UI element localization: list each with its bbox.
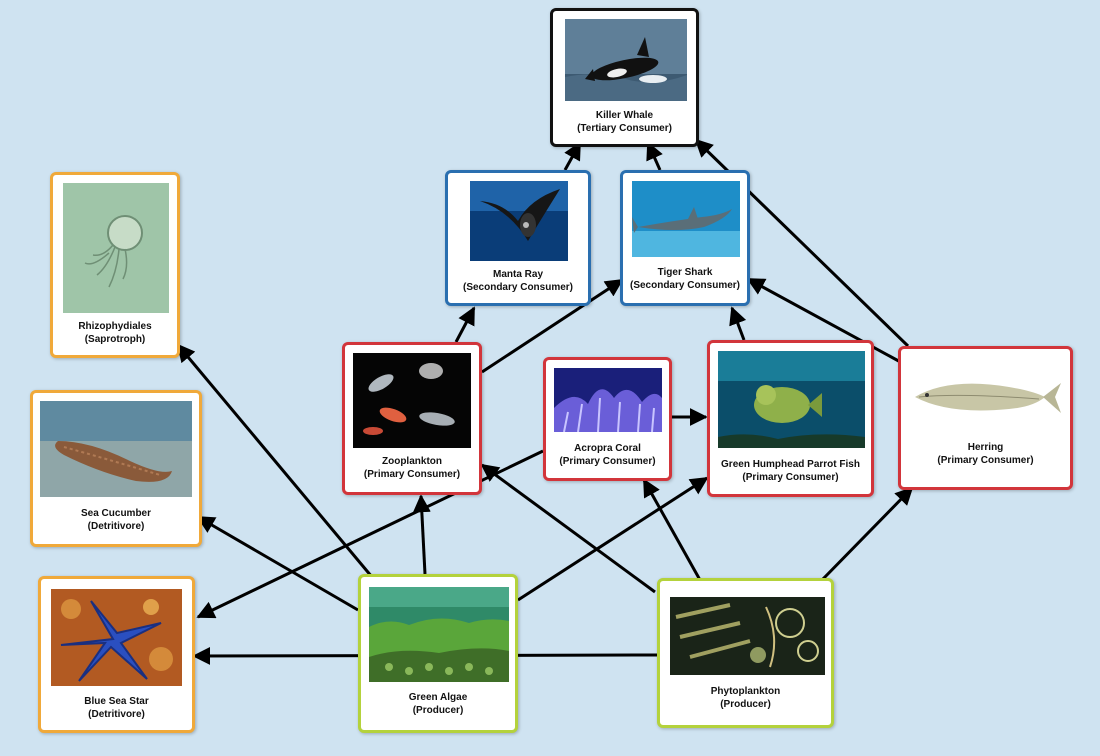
sea-cucumber-role: (Detritivore) <box>87 521 145 532</box>
acropra-coral-label: Acropra Coral (Primary Consumer) <box>546 442 669 468</box>
blue-sea-star-label: Blue Sea Star (Detritivore) <box>41 695 192 721</box>
tiger-shark-card[interactable]: Tiger Shark (Secondary Consumer) <box>620 170 750 306</box>
phytoplankton-card[interactable]: Phytoplankton (Producer) <box>657 578 834 728</box>
acropra-coral-name: Acropra Coral <box>574 443 641 454</box>
killer-whale-label: Killer Whale (Tertiary Consumer) <box>553 109 696 135</box>
parrot-fish-image <box>718 351 865 448</box>
zooplankton-label: Zooplankton (Primary Consumer) <box>345 455 479 481</box>
tiger-shark-image <box>632 181 740 257</box>
arrow-algae-to-rhizo <box>176 343 374 578</box>
arrow-phyto-to-zoo <box>480 463 656 594</box>
rhizophydiales-label: Rhizophydiales (Saprotroph) <box>53 320 177 346</box>
acropra-coral-image <box>554 368 662 432</box>
acropra-coral-card[interactable]: Acropra Coral (Primary Consumer) <box>543 357 672 481</box>
zooplankton-role: (Primary Consumer) <box>363 469 461 480</box>
arrow-manta-to-whale <box>563 141 582 171</box>
arrow-herring-to-shark <box>746 277 907 367</box>
herring-image <box>909 357 1064 429</box>
parrot-fish-label: Green Humphead Parrot Fish (Primary Cons… <box>710 458 871 484</box>
manta-ray-image <box>470 181 568 261</box>
parrot-fish-name: Green Humphead Parrot Fish <box>721 459 860 470</box>
manta-ray-name: Manta Ray <box>492 269 543 280</box>
manta-ray-label: Manta Ray (Secondary Consumer) <box>448 268 588 294</box>
blue-sea-star-image <box>51 589 182 686</box>
phytoplankton-name: Phytoplankton <box>710 686 781 697</box>
zooplankton-card[interactable]: Zooplankton (Primary Consumer) <box>342 342 482 495</box>
rhizophydiales-name: Rhizophydiales <box>78 321 152 332</box>
blue-sea-star-role: (Detritivore) <box>88 709 145 720</box>
sea-cucumber-label: Sea Cucumber (Detritivore) <box>33 507 199 533</box>
rhizophydiales-role: (Saprotroph) <box>84 334 146 345</box>
killer-whale-name: Killer Whale <box>595 110 654 121</box>
phytoplankton-image <box>670 597 825 675</box>
phytoplankton-label: Phytoplankton (Producer) <box>660 685 831 711</box>
killer-whale-image <box>565 19 687 101</box>
blue-sea-star-name: Blue Sea Star <box>84 696 149 707</box>
arrow-parrot-to-shark <box>729 306 747 341</box>
parrot-fish-card[interactable]: Green Humphead Parrot Fish (Primary Cons… <box>707 340 874 497</box>
green-algae-name: Green Algae <box>408 692 468 703</box>
zooplankton-name: Zooplankton <box>382 456 442 467</box>
acropra-coral-role: (Primary Consumer) <box>559 456 656 467</box>
manta-ray-role: (Secondary Consumer) <box>462 282 574 293</box>
arrow-shark-to-whale <box>646 141 663 171</box>
phytoplankton-role: (Producer) <box>720 699 771 710</box>
arrow-zoo-to-shark <box>481 278 624 374</box>
herring-role: (Primary Consumer) <box>937 455 1034 466</box>
green-algae-label: Green Algae (Producer) <box>361 691 515 717</box>
rhizophydiales-image <box>63 183 169 313</box>
herring-card[interactable]: Herring (Primary Consumer) <box>898 346 1073 490</box>
green-algae-card[interactable]: Green Algae (Producer) <box>358 574 518 733</box>
blue-sea-star-card[interactable]: Blue Sea Star (Detritivore) <box>38 576 195 733</box>
tiger-shark-role: (Secondary Consumer) <box>629 280 741 291</box>
rhizophydiales-card[interactable]: Rhizophydiales (Saprotroph) <box>50 172 180 358</box>
arrow-zoo-to-manta <box>454 306 476 343</box>
arrow-algae-to-cucumber <box>196 515 359 612</box>
arrow-phyto-to-herring <box>820 486 914 582</box>
sea-cucumber-name: Sea Cucumber <box>80 508 152 519</box>
sea-cucumber-image <box>40 401 192 497</box>
parrot-fish-role: (Primary Consumer) <box>742 472 839 483</box>
arrow-phyto-to-coral <box>642 478 702 581</box>
green-algae-role: (Producer) <box>412 705 464 716</box>
zooplankton-image <box>353 353 471 448</box>
killer-whale-card[interactable]: Killer Whale (Tertiary Consumer) <box>550 8 699 147</box>
green-algae-image <box>369 587 509 682</box>
killer-whale-role: (Tertiary Consumer) <box>577 123 672 134</box>
arrow-algae-to-parrot <box>517 476 709 602</box>
herring-label: Herring (Primary Consumer) <box>901 441 1070 467</box>
manta-ray-card[interactable]: Manta Ray (Secondary Consumer) <box>445 170 591 306</box>
herring-name: Herring <box>967 442 1004 453</box>
tiger-shark-name: Tiger Shark <box>657 267 713 278</box>
sea-cucumber-card[interactable]: Sea Cucumber (Detritivore) <box>30 390 202 547</box>
tiger-shark-label: Tiger Shark (Secondary Consumer) <box>623 266 747 292</box>
